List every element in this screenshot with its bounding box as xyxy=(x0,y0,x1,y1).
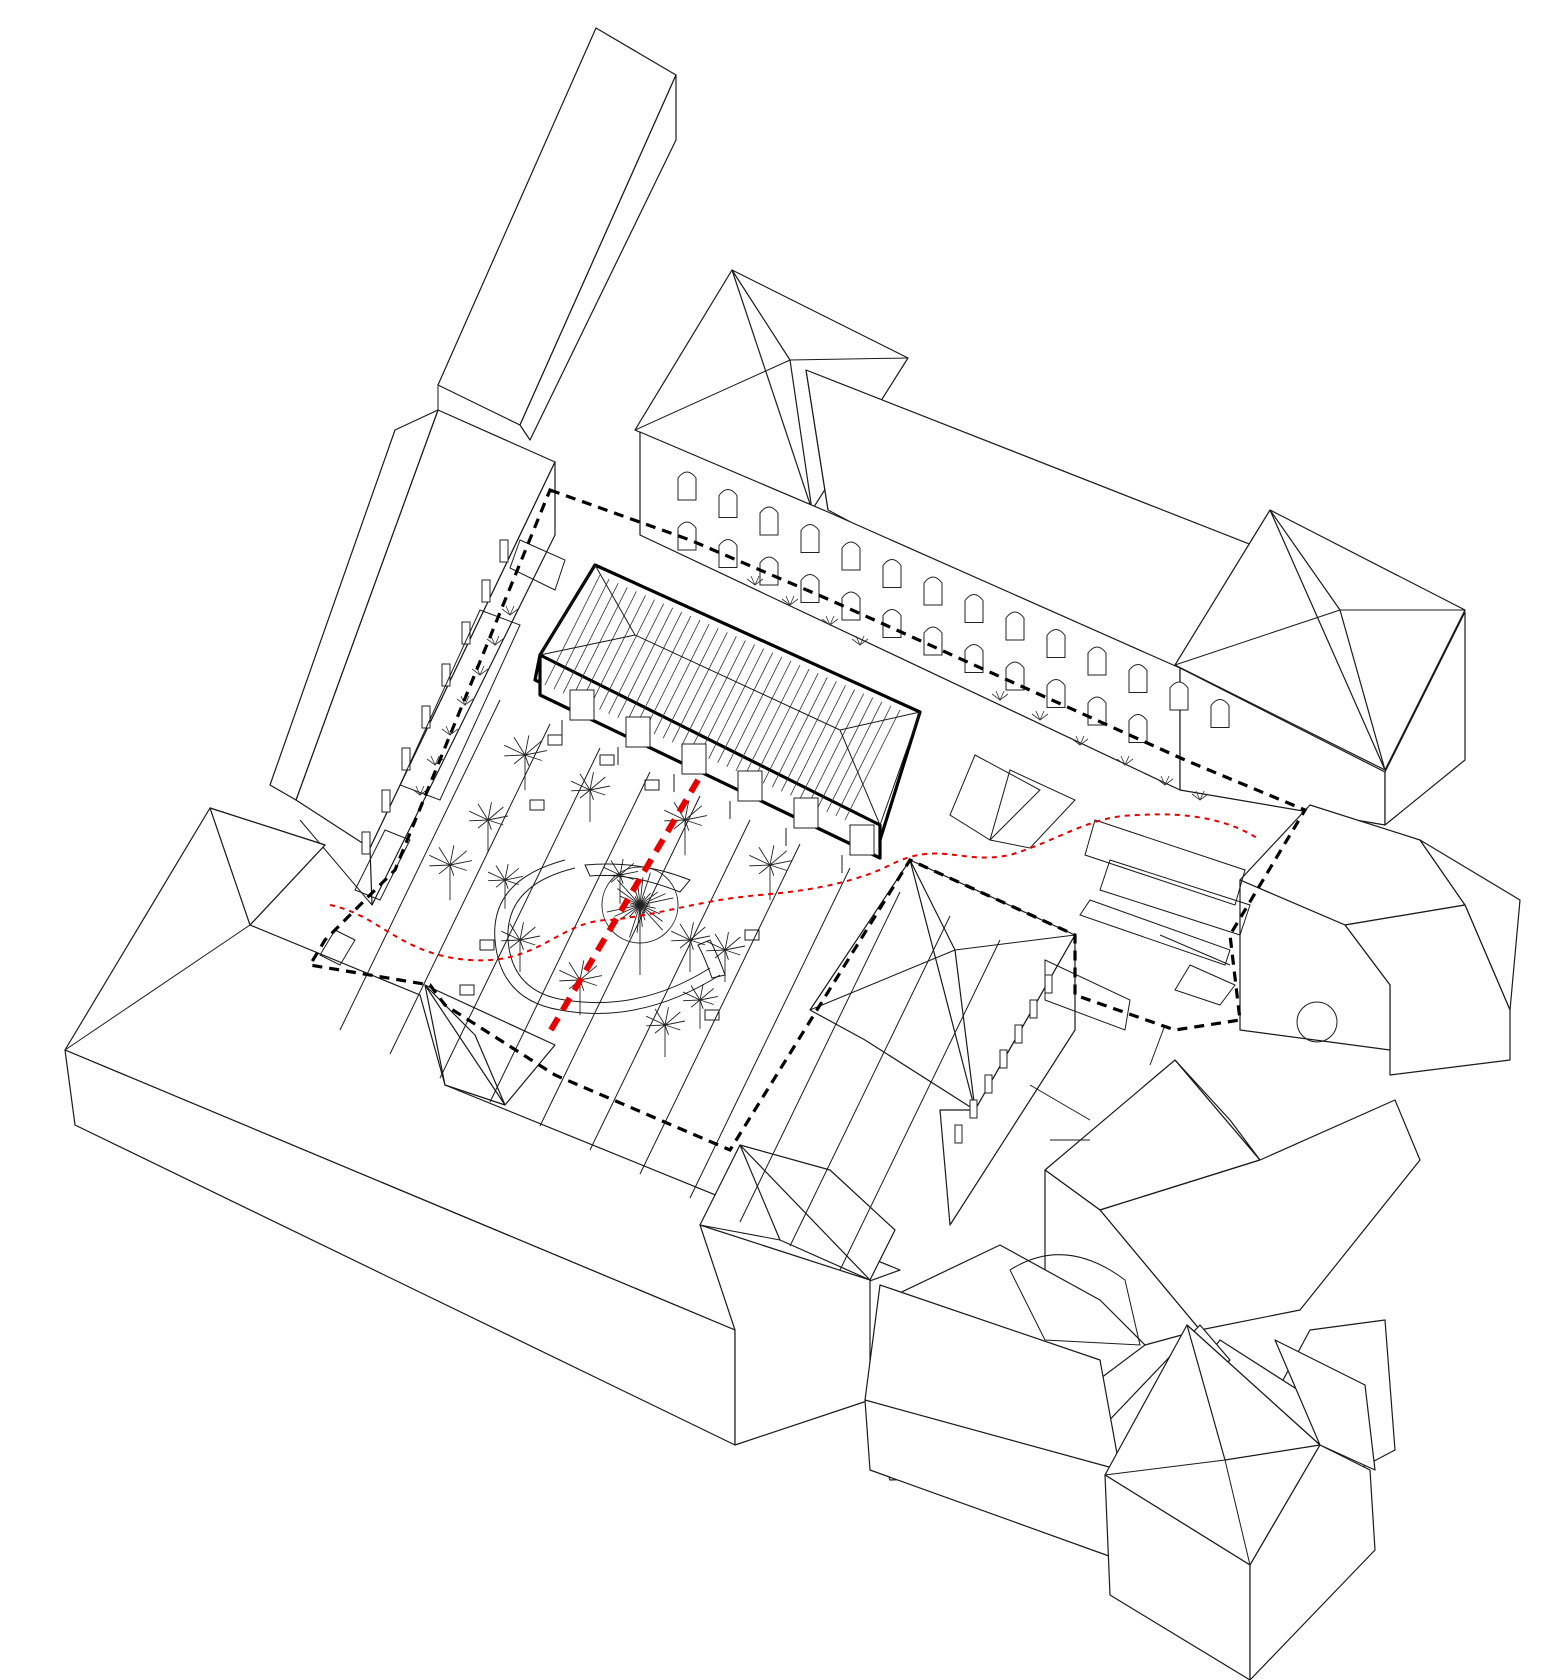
pavilion-door xyxy=(849,824,875,856)
arched-window xyxy=(1087,696,1107,726)
courtyard-table xyxy=(744,929,760,941)
central-feature-tree xyxy=(601,866,679,975)
building-south-central xyxy=(809,859,1076,1226)
main-axis-line xyxy=(545,778,701,1037)
arched-window xyxy=(677,521,697,551)
arched-window xyxy=(677,471,697,501)
courtyard-tree xyxy=(469,802,509,852)
plant-tuft xyxy=(486,635,504,646)
building-south-lower-block xyxy=(699,1144,1121,1561)
courtyard-tree xyxy=(682,983,719,1029)
arched-window xyxy=(1046,629,1066,658)
plant-tuft xyxy=(991,690,1009,701)
arched-window xyxy=(718,539,738,568)
plant-tuft xyxy=(821,615,839,626)
walking-route xyxy=(329,813,1261,962)
building-west-wing xyxy=(269,409,556,906)
arched-window xyxy=(923,626,943,656)
courtyard-table xyxy=(547,734,563,746)
pavilion-door xyxy=(681,743,707,775)
courtyard-table xyxy=(599,754,615,766)
arched-window xyxy=(1128,664,1148,693)
plant-tuft xyxy=(1071,735,1089,746)
courtyard-tree xyxy=(501,922,541,972)
arched-window xyxy=(923,576,943,606)
courtyard-tree xyxy=(706,932,746,982)
courtyard-tree xyxy=(664,800,708,856)
north-terrace-steps xyxy=(949,754,1251,1141)
arched-window xyxy=(841,541,861,571)
building-northwest-long-wing xyxy=(437,27,677,441)
arched-window xyxy=(1005,611,1025,641)
courtyard-tree xyxy=(571,772,611,822)
new-pavilion xyxy=(533,563,922,873)
arched-window xyxy=(759,556,779,586)
plant-tuft xyxy=(781,595,799,606)
arched-window xyxy=(1210,699,1230,728)
plant-tuft xyxy=(1031,710,1049,721)
plant-tuft xyxy=(456,695,474,706)
planting-tufts xyxy=(411,575,1209,801)
plant-tuft xyxy=(411,785,429,796)
west-planters xyxy=(319,539,566,966)
pavilion-door xyxy=(793,797,819,829)
arched-window xyxy=(800,524,820,553)
arched-window xyxy=(841,591,861,621)
courtyard-tree xyxy=(429,845,473,901)
plant-tuft xyxy=(1156,775,1174,786)
building-north-range xyxy=(634,269,1466,826)
plant-tuft xyxy=(746,575,764,586)
courtyard-tree xyxy=(671,922,711,972)
arched-window xyxy=(1169,681,1189,711)
pavilion-door xyxy=(625,716,651,748)
pavilion-door xyxy=(569,689,595,721)
curved-seating-wall xyxy=(494,859,726,1014)
courtyard-tree xyxy=(646,1007,686,1057)
courtyard-furniture xyxy=(459,734,760,1021)
plant-tuft xyxy=(851,635,869,646)
arched-window xyxy=(718,489,738,518)
courtyard-table xyxy=(459,984,475,996)
site-boundary xyxy=(307,487,1308,1153)
courtyard-table xyxy=(704,1009,720,1021)
courtyard-table xyxy=(644,779,660,791)
arched-window xyxy=(800,574,820,603)
arched-window xyxy=(964,594,984,623)
plant-tuft xyxy=(1116,755,1134,766)
pavilion-door xyxy=(737,770,763,802)
building-east-block xyxy=(1239,804,1521,1076)
arched-window xyxy=(759,506,779,536)
building-southeast-pavilion xyxy=(1104,1324,1376,1680)
courtyard-table xyxy=(529,799,545,811)
plant-tuft xyxy=(501,605,519,616)
plant-tuft xyxy=(1191,790,1209,801)
arched-window xyxy=(1087,646,1107,676)
courtyard-table xyxy=(479,939,495,951)
courtyard-tree xyxy=(504,735,548,791)
arched-window xyxy=(882,559,902,588)
